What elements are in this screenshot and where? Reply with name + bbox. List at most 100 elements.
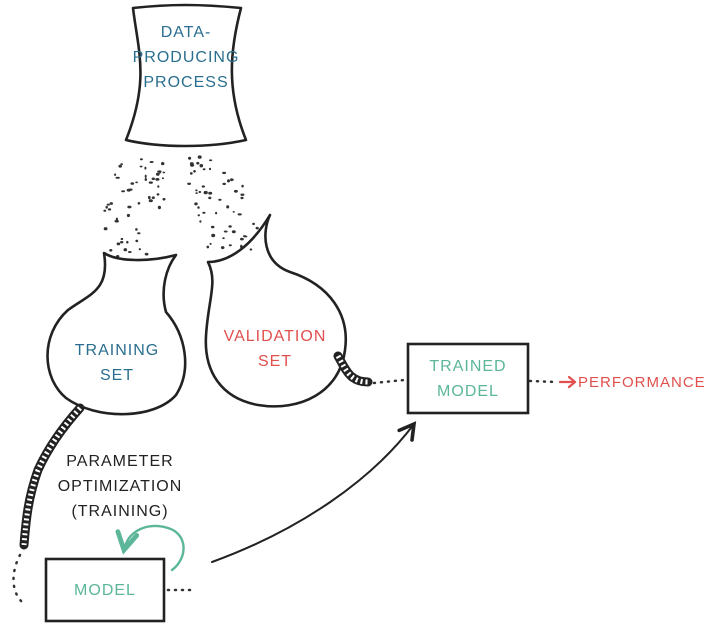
data-particle	[195, 189, 198, 192]
data-particle	[157, 205, 161, 210]
data-particle	[144, 174, 147, 178]
data-particle	[208, 196, 212, 200]
parameter-optimization-line2: OPTIMIZATION	[57, 478, 183, 495]
data-particle	[118, 164, 122, 168]
data-particle	[228, 244, 232, 247]
data-particle	[156, 193, 160, 196]
data-particle	[197, 155, 202, 159]
data-particle	[114, 173, 117, 176]
data-particle	[240, 196, 244, 200]
data-particle	[211, 233, 216, 238]
data-particle	[120, 241, 124, 244]
data-particle	[107, 208, 112, 211]
data-particle	[123, 248, 128, 252]
data-particle	[157, 185, 160, 188]
data-particle	[230, 178, 233, 182]
data-particle	[210, 225, 215, 229]
validation-set-label-line1: VALIDATION	[223, 328, 327, 345]
data-particle	[151, 196, 155, 199]
parameter-optimization-line3: (TRAINING)	[71, 503, 169, 520]
data-particle	[144, 178, 147, 181]
data-particle	[189, 172, 193, 175]
data-particle	[126, 213, 130, 218]
data-particle	[161, 162, 165, 166]
data-particle	[203, 190, 208, 195]
data-particle	[201, 185, 205, 188]
data-particle	[218, 198, 222, 201]
data-particle	[139, 165, 143, 168]
data-particle	[121, 190, 125, 193]
data-particle	[120, 237, 124, 241]
data-particle	[103, 209, 107, 212]
trained-model-label-line2: MODEL	[437, 383, 499, 400]
data-particle	[222, 182, 226, 186]
data-particle	[130, 182, 135, 185]
data-particle	[120, 163, 123, 166]
data-particle	[139, 158, 143, 161]
data-particle	[252, 222, 256, 226]
data-particle	[106, 203, 110, 206]
data-particle	[231, 230, 236, 234]
data-particle	[162, 171, 166, 174]
data-particle	[240, 193, 245, 196]
data-particle	[115, 217, 118, 221]
data-particle	[161, 177, 164, 180]
data-particle	[137, 232, 141, 235]
data-producing-process-shape	[124, 3, 248, 148]
training-set-bag-shape	[46, 251, 187, 416]
data-particle	[135, 228, 138, 231]
data-particle	[157, 170, 162, 173]
data-particle	[187, 182, 192, 185]
data-particle	[241, 184, 244, 188]
data-particle	[126, 240, 129, 244]
process-label-line1: DATA-	[160, 24, 212, 41]
data-particle	[197, 214, 200, 217]
validation-to-trained-dots	[372, 378, 406, 385]
data-particle	[237, 213, 242, 216]
parameter-optimization-line1: PARAMETER	[66, 453, 174, 470]
trained-model-box	[406, 342, 530, 415]
validation-set-label-line2: SET	[257, 353, 293, 370]
validation-set-label: VALIDATION SET	[210, 324, 340, 374]
data-particle	[109, 202, 114, 205]
process-label-line2: PRODUCING	[132, 49, 240, 66]
data-particle	[116, 242, 121, 246]
data-particle	[162, 197, 166, 201]
trained-model-label: TRAINED MODEL	[410, 354, 526, 404]
data-particle	[196, 161, 200, 165]
data-particle	[109, 249, 113, 252]
data-particle	[135, 239, 139, 243]
data-particle	[135, 181, 139, 184]
data-particle	[199, 220, 202, 223]
data-particle	[222, 237, 225, 240]
data-particle	[188, 156, 192, 160]
training-set-label-line2: SET	[99, 367, 135, 384]
data-particle	[194, 202, 198, 206]
performance-label: PERFORMANCE	[578, 374, 706, 391]
data-particle	[128, 251, 132, 253]
data-particle	[208, 191, 213, 195]
data-particle	[148, 195, 151, 200]
data-particle	[198, 190, 202, 194]
data-particle	[226, 205, 230, 209]
validation-set-bag-shape	[204, 213, 348, 408]
data-particle	[138, 248, 141, 251]
training-set-label: TRAINING SET	[62, 338, 172, 388]
process-label-line3: PROCESS	[143, 74, 229, 91]
training-to-model-dots	[12, 553, 24, 604]
data-particle	[126, 188, 131, 192]
process-label: DATA- PRODUCING PROCESS	[131, 20, 241, 95]
data-particle	[115, 176, 120, 179]
data-particle	[227, 179, 230, 183]
data-particle	[255, 226, 259, 230]
data-particle	[222, 171, 227, 175]
data-particle	[148, 199, 153, 203]
trained-to-performance-dots	[528, 379, 558, 384]
data-particle	[202, 168, 206, 171]
data-particles	[103, 155, 259, 258]
data-particle	[199, 164, 204, 168]
data-particle	[151, 177, 155, 181]
data-particle	[149, 161, 154, 163]
